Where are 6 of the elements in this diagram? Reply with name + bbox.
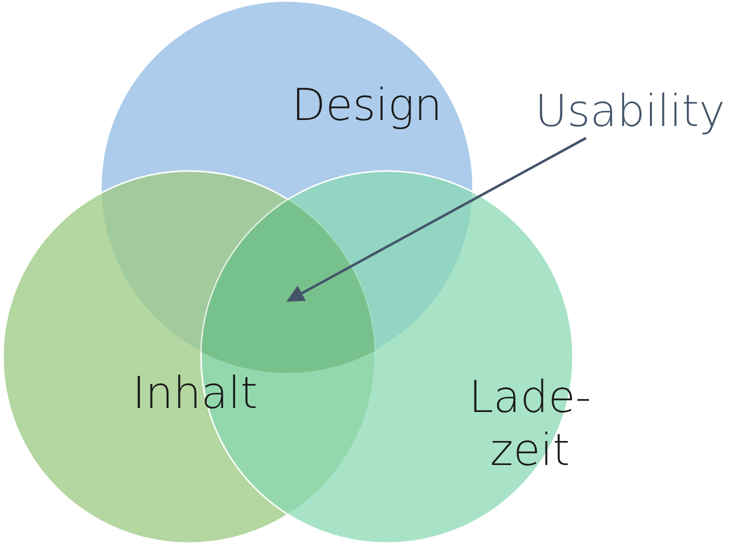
overlap-region (201, 200, 375, 373)
circle-label: Lade- zeit (468, 372, 592, 478)
circle-label: Design (290, 80, 444, 133)
callout-text: Usability (534, 86, 726, 139)
leader-arrow (286, 136, 587, 302)
circle-label: Inhalt (131, 368, 259, 421)
